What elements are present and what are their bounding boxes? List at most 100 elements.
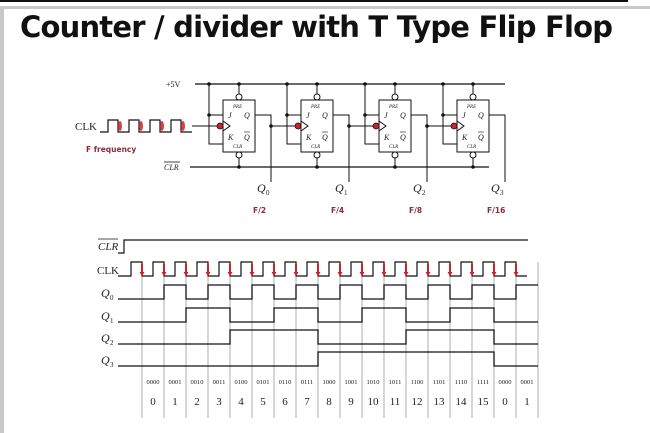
q-bar-output-label: Q <box>400 133 406 142</box>
state-decimal-label: 10 <box>368 396 380 408</box>
clear-bubble <box>469 151 477 159</box>
edge-arrow-icon <box>183 272 189 276</box>
q-output-label: Q <box>322 111 328 120</box>
junction-dot <box>393 82 397 86</box>
clear-pin-label: CLR <box>233 145 242 150</box>
state-binary-label: 1111 <box>477 379 489 386</box>
state-decimal-label: 9 <box>348 396 354 408</box>
state-decimal-label: 6 <box>282 396 288 408</box>
timing-label-subscript: 1 <box>110 317 114 325</box>
output-frequency-label: F/8 <box>409 206 422 215</box>
edge-arrow-icon <box>491 272 497 276</box>
junction-dot <box>315 165 319 169</box>
state-binary-label: 0001 <box>169 379 182 386</box>
input-clock-waveform <box>100 119 192 133</box>
timing-label-clr: CLR <box>98 241 118 253</box>
timing-label-q0: Q <box>101 286 110 300</box>
junction-dot <box>425 124 429 128</box>
q-output-wire <box>489 114 506 182</box>
k-input-label: K <box>383 133 390 142</box>
clear-line-label: CLR <box>164 163 179 172</box>
clock-input-triangle <box>300 120 309 132</box>
timing-label-subscript: 0 <box>110 294 114 302</box>
clock-edge-marker <box>139 121 143 131</box>
state-decimal-label: 3 <box>216 396 222 408</box>
clear-pin-label: CLR <box>389 145 398 150</box>
q-bar-output-label: Q <box>478 133 484 142</box>
j-input-label: J <box>306 111 310 120</box>
q-bar-output-label: Q <box>322 133 328 142</box>
junction-dot <box>363 82 367 86</box>
state-binary-label: 1001 <box>345 379 358 386</box>
preset-bubble <box>469 93 477 101</box>
state-decimal-label: 13 <box>434 396 446 408</box>
supply-label: +5V <box>166 80 181 89</box>
edge-arrow-icon <box>139 272 145 276</box>
state-binary-label: 0100 <box>235 379 248 386</box>
q1-waveform <box>118 307 538 323</box>
timing-label-subscript: 2 <box>110 339 114 347</box>
q3-waveform <box>118 351 538 367</box>
jk-tie-wire <box>208 84 223 145</box>
junction-dot <box>207 82 211 86</box>
clock-edge-marker <box>181 121 185 131</box>
state-binary-label: 1100 <box>411 379 424 386</box>
output-label-q3: Q <box>491 181 500 195</box>
output-label-q1: Q <box>335 181 344 195</box>
state-decimal-label: 5 <box>260 396 266 408</box>
clock-input-triangle <box>222 120 231 132</box>
state-decimal-label: 0 <box>150 396 156 408</box>
clock-inversion-bubble <box>372 122 380 130</box>
state-binary-label: 1011 <box>389 379 402 386</box>
clock-inversion-bubble <box>216 122 224 130</box>
state-binary-label: 1000 <box>323 379 336 386</box>
state-binary-label: 0000 <box>147 379 160 386</box>
junction-dot <box>285 113 289 117</box>
slide-title: Counter / divider with T Type Flip Flop <box>20 10 613 44</box>
state-binary-label: 0001 <box>521 379 534 386</box>
slide-frame-top <box>0 6 650 9</box>
clear-pin-label: CLR <box>311 145 320 150</box>
junction-dot <box>347 124 351 128</box>
clear-bubble <box>391 151 399 159</box>
junction-dot <box>363 113 367 117</box>
edge-arrow-icon <box>425 272 431 276</box>
jk-tie-wire <box>286 84 301 145</box>
junction-dot <box>393 165 397 169</box>
state-binary-label: 1010 <box>367 379 380 386</box>
clock-inversion-bubble <box>450 122 458 130</box>
clock-inversion-bubble <box>294 122 302 130</box>
preset-bubble <box>235 93 243 101</box>
clear-bubble <box>313 151 321 159</box>
junction-dot <box>441 82 445 86</box>
clear-bubble <box>235 151 243 159</box>
input-frequency-label: F frequency <box>86 145 136 154</box>
clock-input-triangle <box>456 120 465 132</box>
clk-waveform <box>118 261 527 277</box>
edge-arrow-icon <box>293 272 299 276</box>
junction-dot <box>471 165 475 169</box>
edge-arrow-icon <box>161 272 167 276</box>
state-decimal-label: 15 <box>478 396 490 408</box>
preset-label: PRE <box>388 105 398 110</box>
junction-dot <box>471 82 475 86</box>
output-subscript: 3 <box>500 189 504 197</box>
timing-label-q2: Q <box>101 331 110 345</box>
k-input-label: K <box>461 133 468 142</box>
state-decimal-label: 4 <box>238 396 244 408</box>
jk-tie-wire <box>364 84 379 145</box>
state-binary-label: 1110 <box>455 379 468 386</box>
q0-waveform <box>118 284 538 300</box>
edge-arrow-icon <box>513 272 519 276</box>
output-frequency-label: F/2 <box>253 206 266 215</box>
junction-dot <box>285 82 289 86</box>
state-decimal-label: 14 <box>456 396 468 408</box>
clock-edge-marker <box>160 121 164 131</box>
output-frequency-label: F/16 <box>487 206 505 215</box>
timing-label-q1: Q <box>101 309 110 323</box>
q-output-label: Q <box>400 111 406 120</box>
state-decimal-label: 1 <box>524 396 530 408</box>
state-decimal-label: 1 <box>172 396 178 408</box>
edge-arrow-icon <box>205 272 211 276</box>
